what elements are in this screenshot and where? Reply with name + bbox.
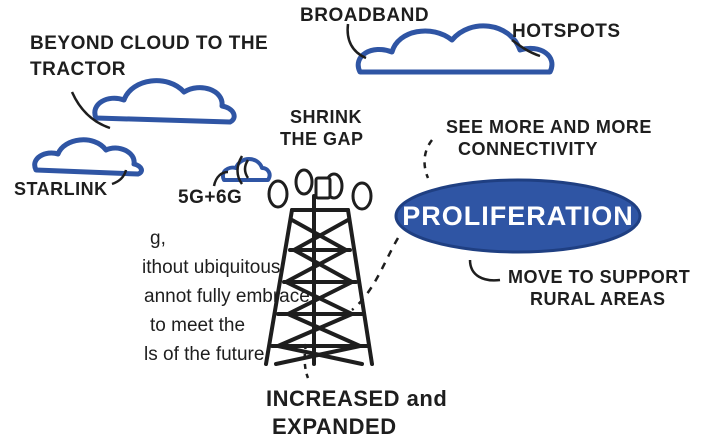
label-see-more: SEE MORE AND MORE <box>446 117 652 137</box>
proliferation-ellipse <box>394 178 642 254</box>
starlink-cloud <box>32 137 144 177</box>
broadband-cloud <box>355 23 555 75</box>
label-the-gap: THE GAP <box>280 129 364 149</box>
body-text-line-3: annot fully embrace <box>144 286 310 307</box>
label-shrink: SHRINK <box>290 107 363 127</box>
tractor-pointer <box>70 91 111 130</box>
label-broadband: BROADBAND <box>300 5 430 26</box>
label-expanded: EXPANDED <box>272 414 397 439</box>
antenna-dishes <box>267 168 373 211</box>
body-text-line-5: ls of the future. <box>144 344 270 365</box>
5g6g-cloud <box>221 157 272 182</box>
body-text-line-2: ithout ubiquitous <box>142 257 281 278</box>
label-move-to: MOVE TO SUPPORT <box>508 267 691 287</box>
tower-link <box>351 237 400 311</box>
see-more-pointer <box>423 139 434 179</box>
label-connectivity: CONNECTIVITY <box>458 139 599 159</box>
label-increased: INCREASED and <box>266 386 448 411</box>
label-rural-areas: RURAL AREAS <box>530 289 666 309</box>
label-beyond-cloud: BEYOND CLOUD TO THE <box>30 33 269 54</box>
label-proliferation: PROLIFERATION <box>402 200 634 231</box>
broadband-pointer <box>346 23 367 60</box>
label-5g6g: 5G+6G <box>178 187 243 208</box>
starlink-pointer <box>111 169 128 186</box>
hotspots-pointer <box>511 38 541 58</box>
body-text-line-1: g, <box>150 228 166 249</box>
body-text-block: g, ithout ubiquitous annot fully embrace… <box>0 224 310 369</box>
5g6g-pointer <box>212 170 229 187</box>
label-tractor: TRACTOR <box>30 59 127 80</box>
signal-arcs <box>236 155 250 185</box>
move-pointer <box>468 259 501 282</box>
cell-tower <box>264 194 374 366</box>
body-text-line-4: to meet the <box>150 315 246 336</box>
label-starlink: STARLINK <box>14 179 108 199</box>
tractor-cloud <box>92 78 237 125</box>
label-hotspots: HOTSPOTS <box>512 21 621 42</box>
